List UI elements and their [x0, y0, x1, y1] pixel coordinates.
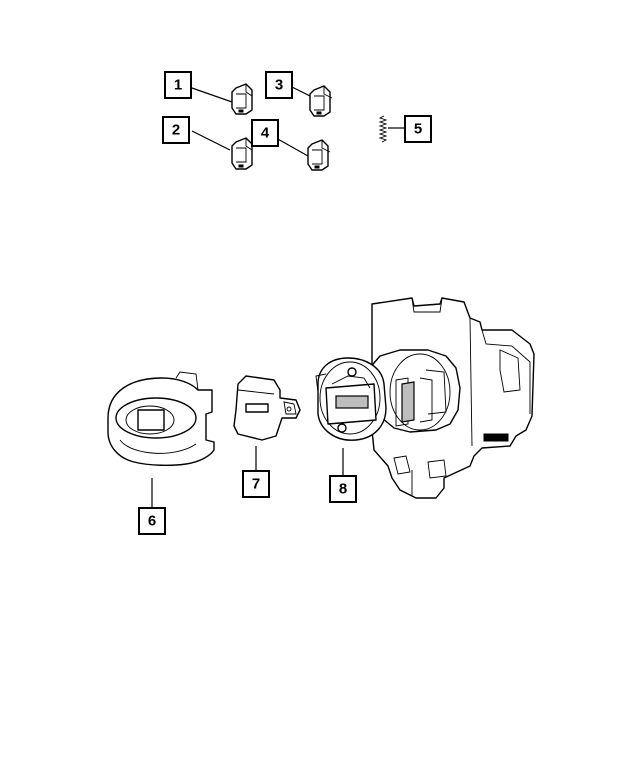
callout-2: 2 — [162, 116, 190, 144]
tumbler-part-1 — [231, 83, 253, 115]
svg-text:3: 3 — [275, 77, 283, 94]
callout-3: 3 — [265, 71, 293, 99]
tumbler-part-3 — [309, 85, 333, 117]
svg-text:2: 2 — [172, 122, 180, 139]
svg-text:6: 6 — [148, 513, 156, 530]
leader-lines — [151, 85, 404, 507]
tumbler-part-4 — [307, 139, 331, 171]
callout-1: 1 — [164, 71, 192, 99]
callout-5: 5 — [404, 115, 432, 143]
callout-7: 7 — [242, 470, 270, 498]
svg-text:1: 1 — [174, 77, 182, 94]
retainer-plate-part-7 — [233, 375, 301, 441]
callout-4: 4 — [251, 119, 279, 147]
spring-part-5 — [378, 115, 388, 143]
svg-text:5: 5 — [414, 121, 422, 138]
svg-text:7: 7 — [252, 476, 260, 493]
callout-8: 8 — [329, 475, 357, 503]
tumbler-part-2 — [231, 137, 253, 170]
svg-text:4: 4 — [261, 125, 270, 142]
callout-6: 6 — [138, 507, 166, 535]
lock-housing-part-8 — [315, 297, 535, 499]
bezel-cap-part-6 — [107, 371, 215, 467]
svg-text:8: 8 — [339, 481, 347, 498]
